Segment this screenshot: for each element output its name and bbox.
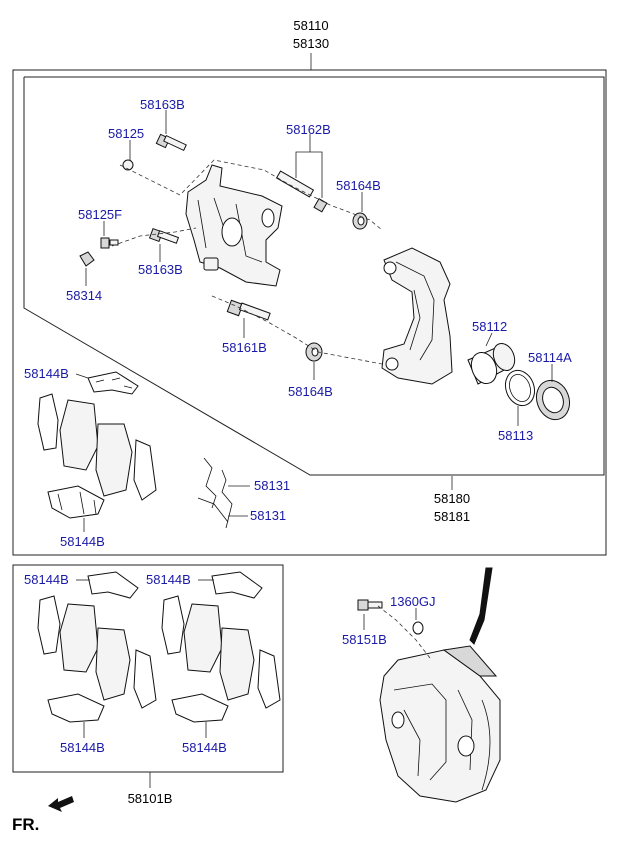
main-assembly-frame bbox=[12, 69, 607, 556]
bleeder-part bbox=[100, 237, 119, 249]
main-pads-part bbox=[37, 393, 157, 501]
label-kit-shim-left: 58144B bbox=[24, 572, 69, 587]
bleeder-cap-part bbox=[79, 251, 95, 267]
label-guide-bolt: 58161B bbox=[222, 340, 267, 355]
mount-bolt-part bbox=[357, 599, 383, 611]
label-boot-lower: 58164B bbox=[288, 384, 333, 399]
title-code-58130: 58130 bbox=[293, 36, 329, 51]
label-seal-boot: 58114A bbox=[528, 350, 572, 365]
bolt-upper-part bbox=[155, 133, 187, 152]
bolt-lower-part bbox=[148, 227, 180, 244]
cap-part bbox=[122, 159, 134, 171]
kit-right-pads-part bbox=[161, 571, 281, 723]
label-carrier-a: 58180 bbox=[434, 491, 470, 506]
piston-seal-part bbox=[504, 369, 536, 407]
piston-part bbox=[467, 342, 516, 385]
label-kit-shim-right: 58144B bbox=[146, 572, 191, 587]
label-pad-clips-main: 58144B bbox=[60, 534, 105, 549]
guide-pin-part bbox=[275, 170, 328, 213]
label-bolt-upper: 58163B bbox=[140, 97, 185, 112]
boot-lower-part bbox=[305, 342, 323, 362]
installed-caliper-view bbox=[379, 567, 501, 803]
label-pad-shims-main: 58144B bbox=[24, 366, 69, 381]
label-carrier-b: 58181 bbox=[434, 509, 470, 524]
boot-upper-part bbox=[352, 212, 368, 230]
front-arrow-icon bbox=[48, 796, 74, 812]
label-piston-seal: 58113 bbox=[498, 428, 533, 443]
label-pin-set: 58162B bbox=[286, 122, 331, 137]
caliper-subassembly-frame bbox=[23, 76, 605, 476]
label-kit-clip-right: 58144B bbox=[182, 740, 227, 755]
pad-kit-frame bbox=[12, 564, 284, 773]
boot-seal-part bbox=[535, 379, 571, 421]
title-code-58110: 58110 bbox=[293, 18, 328, 33]
label-piston: 58112 bbox=[472, 319, 507, 334]
front-indicator-text: FR. bbox=[12, 815, 39, 834]
guide-bolt-part bbox=[226, 299, 271, 321]
anti-rattle-springs-part bbox=[197, 457, 233, 529]
label-boot-upper: 58164B bbox=[336, 178, 381, 193]
label-washer: 1360GJ bbox=[390, 594, 436, 609]
label-bleeder-cap: 58314 bbox=[66, 288, 102, 303]
main-pad-shims-part bbox=[87, 371, 139, 395]
label-mount-bolt: 58151B bbox=[342, 632, 387, 647]
label-bleeder: 58125F bbox=[78, 207, 122, 222]
label-pad-kit: 58101B bbox=[128, 791, 173, 806]
label-spring-upper: 58131 bbox=[254, 478, 290, 493]
washer-part bbox=[412, 621, 424, 635]
label-cap: 58125 bbox=[108, 126, 144, 141]
label-bolt-lower: 58163B bbox=[138, 262, 183, 277]
main-pad-clips-part bbox=[47, 485, 105, 519]
caliper-carrier bbox=[381, 247, 453, 385]
kit-left-pads-part bbox=[37, 571, 157, 723]
caliper-body bbox=[185, 164, 283, 287]
label-spring-lower: 58131 bbox=[250, 508, 286, 523]
label-kit-clip-left: 58144B bbox=[60, 740, 105, 755]
